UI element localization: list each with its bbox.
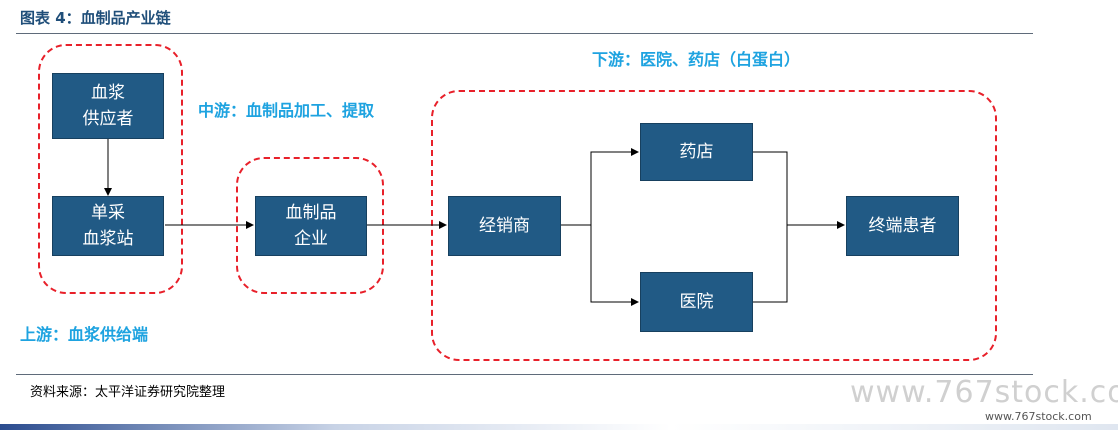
connector-distributor-branch-lower — [590, 225, 639, 306]
top-divider — [16, 33, 1033, 34]
figure-title: 图表 4：血制品产业链 — [20, 9, 171, 27]
connector-pharmacy-merge — [753, 151, 845, 229]
stage-label-midstream: 中游：血制品加工、提取 — [198, 101, 375, 120]
source-note: 资料来源：太平洋证券研究院整理 — [30, 385, 226, 400]
bottom-decoration-strip — [0, 424, 1118, 430]
stage-label-upstream: 上游：血浆供给端 — [20, 325, 149, 344]
node-distributor: 经销商 — [448, 196, 561, 256]
watermark-small: www.767stock.com — [985, 410, 1092, 423]
watermark-large: www.767stock.com — [850, 375, 1118, 410]
node-plasma-station: 单采 血浆站 — [52, 196, 164, 256]
node-blood-product-enterprise: 血制品 企业 — [255, 196, 367, 256]
node-end-patient: 终端患者 — [846, 196, 959, 256]
connector-distributor-branch — [561, 148, 639, 226]
bottom-divider — [16, 374, 1033, 375]
node-plasma-supplier: 血浆 供应者 — [52, 73, 164, 139]
node-hospital: 医院 — [640, 272, 753, 332]
stage-label-downstream: 下游：医院、药店（白蛋白） — [592, 50, 801, 69]
connector-hospital-merge — [753, 225, 788, 303]
upstream-group — [38, 44, 183, 294]
node-pharmacy: 药店 — [640, 123, 753, 181]
